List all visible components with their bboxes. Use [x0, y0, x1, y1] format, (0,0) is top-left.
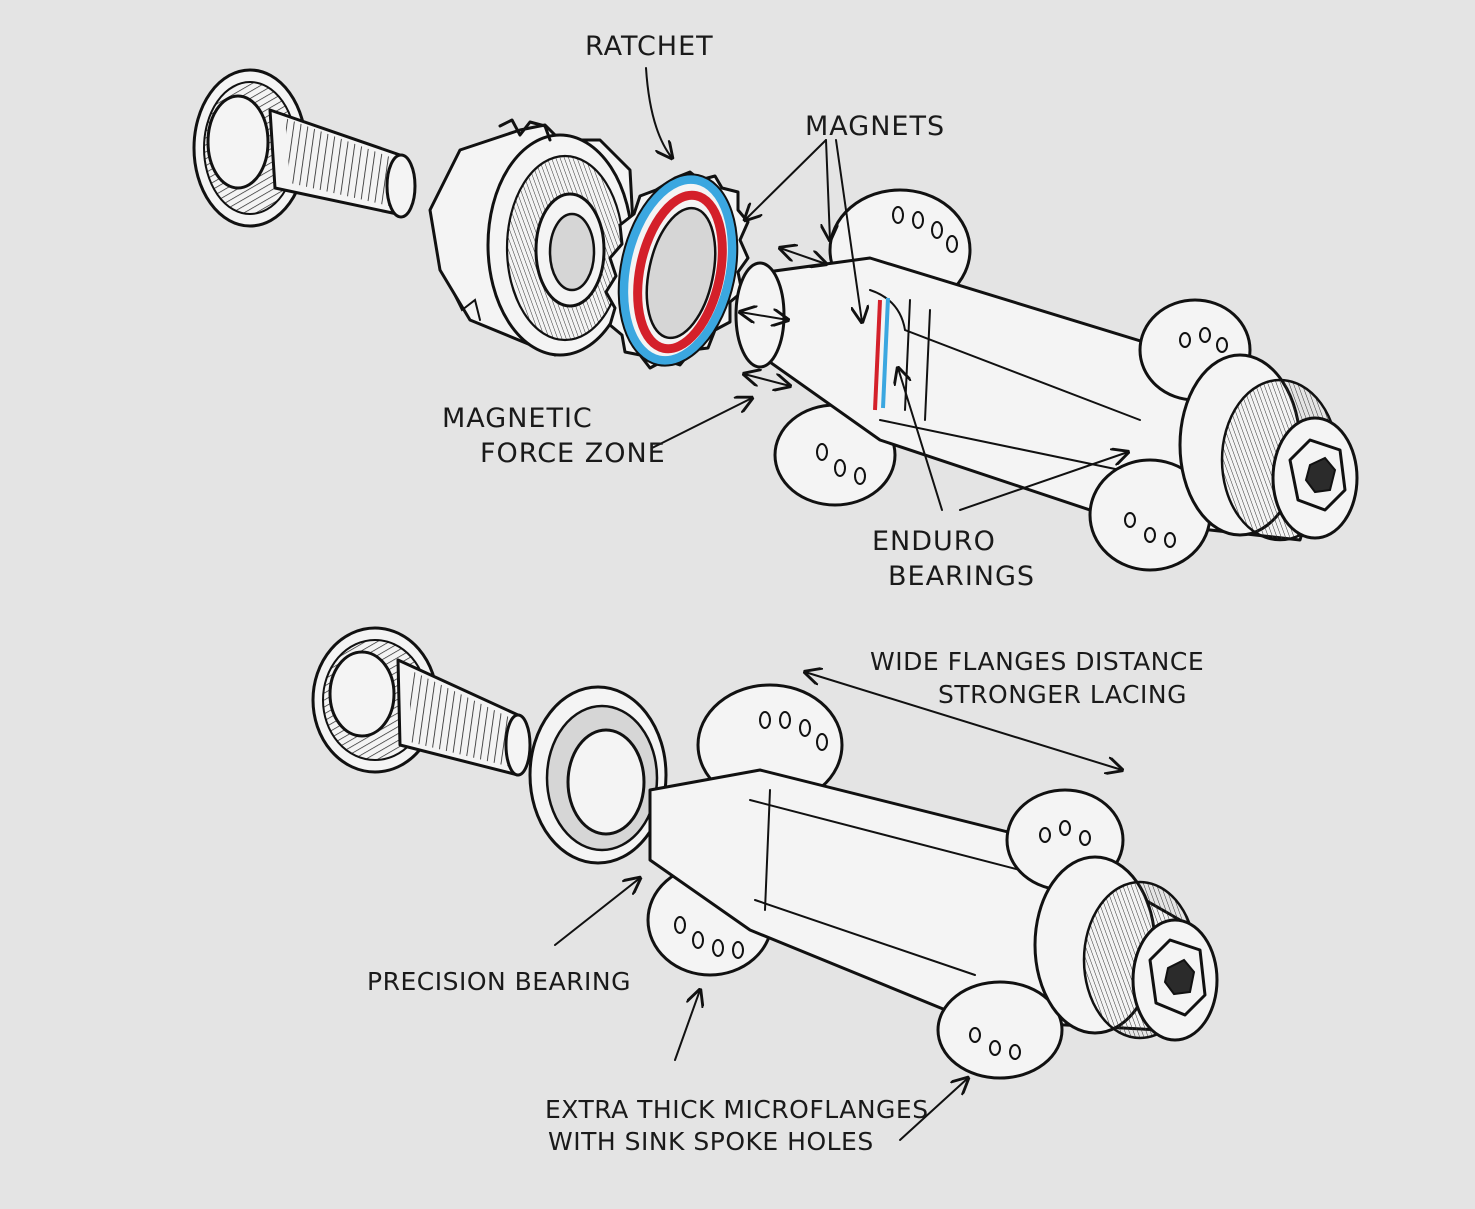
- top-cassette-body: [428, 118, 637, 357]
- label-magnets: MAGNETS: [805, 111, 945, 142]
- label-enduro-bearings-line1: ENDURO: [872, 526, 996, 557]
- label-enduro-bearings-line2: BEARINGS: [888, 561, 1035, 592]
- label-wide-flanges-line1: WIDE FLANGES DISTANCE: [870, 647, 1204, 676]
- bottom-axle-bolt: [311, 626, 532, 777]
- bottom-hub-shell: [646, 683, 1219, 1080]
- label-microflanges-line2: WITH SINK SPOKE HOLES: [548, 1127, 874, 1156]
- diagram-labels: RATCHET MAGNETS MAGNETIC FORCE ZONE ENDU…: [367, 31, 1204, 1156]
- bottom-hub-assembly: [311, 626, 1219, 1080]
- top-hub-assembly: [192, 68, 1359, 572]
- label-microflanges-line1: EXTRA THICK MICROFLANGES: [545, 1095, 929, 1124]
- label-magnetic-force-zone-line2: FORCE ZONE: [480, 438, 666, 469]
- label-ratchet: RATCHET: [585, 31, 714, 62]
- label-precision-bearing: PRECISION BEARING: [367, 967, 631, 996]
- top-axle-bolt: [192, 68, 417, 228]
- magnetic-force-arrows: [740, 248, 826, 386]
- callout-arrows: [554, 67, 1128, 1141]
- precision-bearing: [528, 685, 668, 865]
- top-hub-shell: [734, 188, 1359, 572]
- label-wide-flanges-line2: STRONGER LACING: [938, 680, 1187, 709]
- top-ratchet-ring: [604, 170, 750, 370]
- top-spoke-holes: [816, 206, 1228, 548]
- label-magnetic-force-zone-line1: MAGNETIC: [442, 403, 593, 434]
